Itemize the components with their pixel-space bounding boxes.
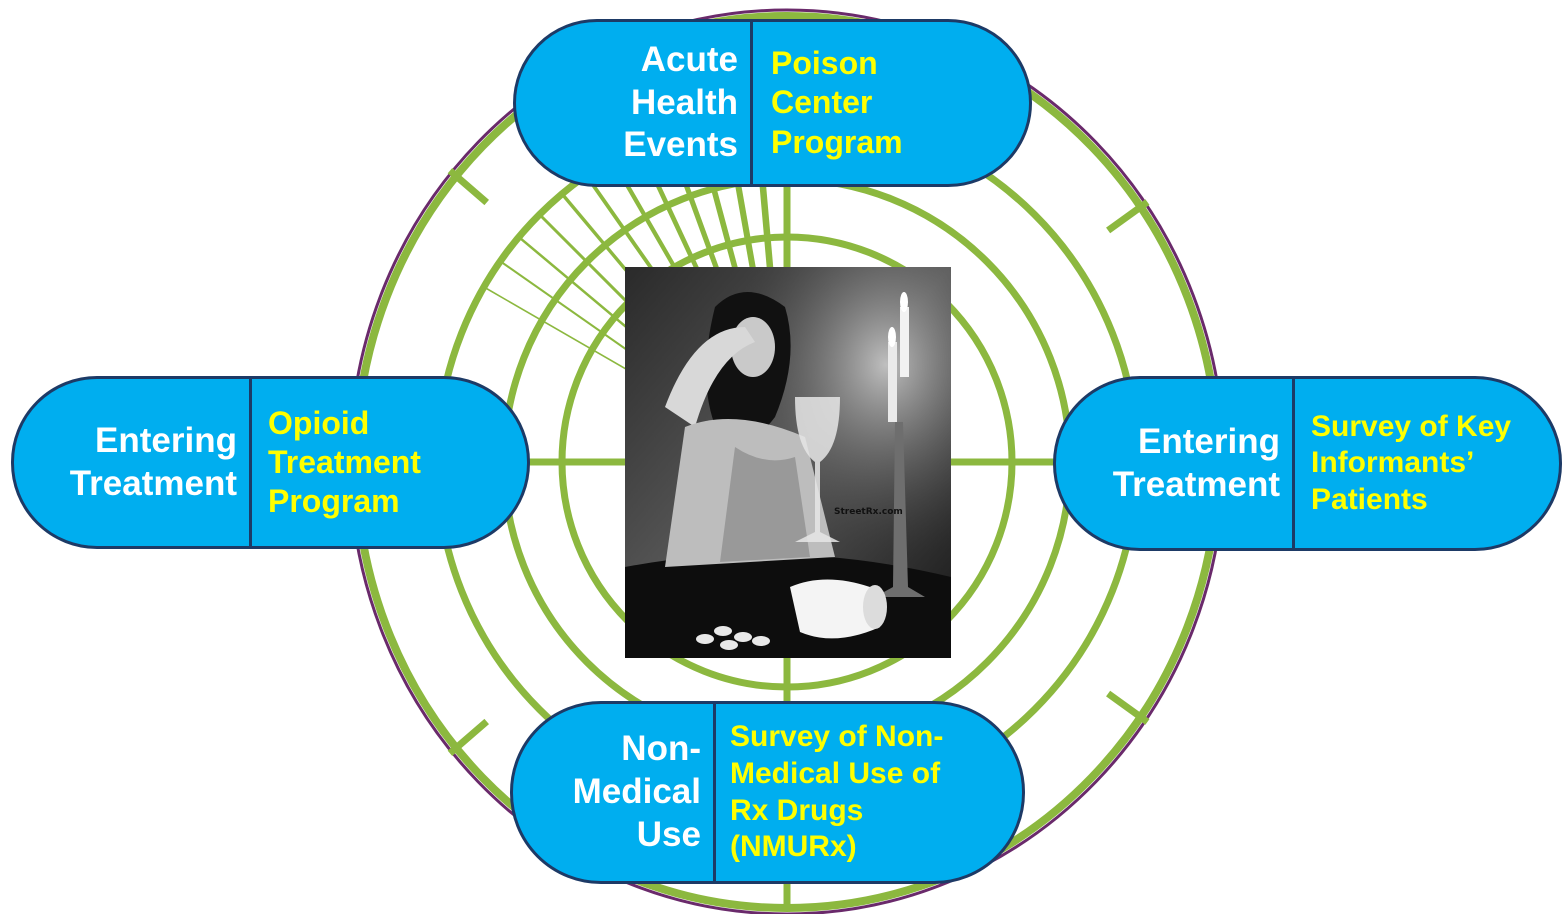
pill-category-label: Entering Treatment (1112, 421, 1280, 504)
pill-category-label: Acute Health Events (623, 39, 738, 165)
pill-non-medical-use: Non- Medical Use Survey of Non- Medical … (510, 701, 1025, 884)
pill-entering-treatment-otp: Entering Treatment Opioid Treatment Prog… (11, 376, 530, 549)
pill-acute-health-events: Acute Health Events Poison Center Progra… (513, 19, 1032, 187)
pill-program-label: Survey of Key Informants’ Patients (1311, 409, 1512, 516)
pill-category-label: Non- Medical Use (572, 729, 701, 854)
photo-woman-with-pills-and-wine-icon (625, 267, 951, 658)
pill-divider (713, 704, 716, 881)
ring-tick (447, 718, 489, 756)
ring-tick (1106, 199, 1150, 234)
pill-divider (249, 379, 252, 546)
pill-category-label: Entering Treatment (69, 420, 237, 503)
photo-watermark: StreetRx.com (834, 507, 903, 517)
ring-tick (447, 168, 489, 206)
pill-divider (750, 22, 753, 184)
pill-program-label: Poison Center Program (771, 45, 903, 160)
ring-tick (1106, 690, 1150, 725)
center-photo (625, 267, 951, 658)
pill-program-label: Survey of Non- Medical Use of Rx Drugs (… (730, 720, 944, 864)
pill-program-label: Opioid Treatment Program (268, 404, 421, 520)
pill-divider (1292, 379, 1295, 548)
pill-entering-treatment-skip: Entering Treatment Survey of Key Informa… (1053, 376, 1562, 551)
